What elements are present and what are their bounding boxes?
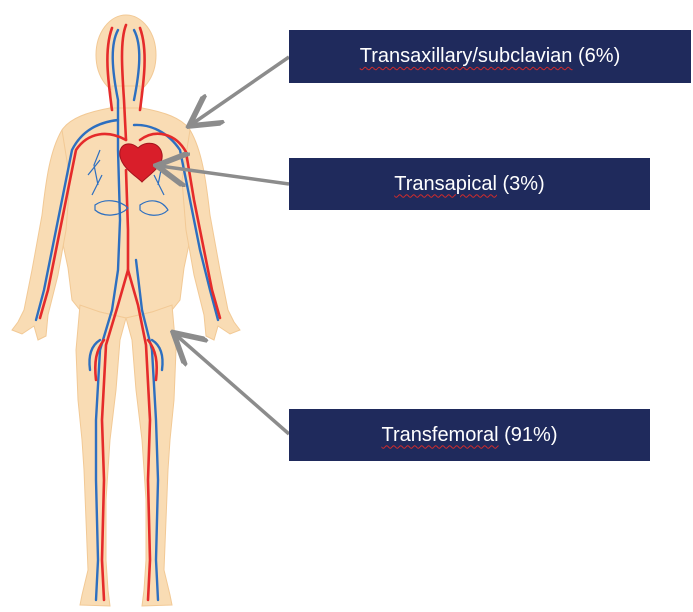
label-percentage: (3%) xyxy=(502,173,544,196)
left-arm xyxy=(12,130,70,340)
label-name: Transfemoral xyxy=(382,424,499,447)
label-transfemoral: Transfemoral (91%) xyxy=(289,409,650,461)
arrow-femoral xyxy=(176,335,289,434)
body-silhouette xyxy=(12,15,240,606)
label-name: Transapical xyxy=(394,173,497,196)
label-transaxillary-subclavian: Transaxillary/subclavian (6%) xyxy=(289,30,691,83)
arrow-subclavian xyxy=(192,57,289,124)
label-percentage: (6%) xyxy=(578,45,620,68)
label-percentage: (91%) xyxy=(504,424,557,447)
label-transapical: Transapical (3%) xyxy=(289,158,650,210)
right-arm xyxy=(182,130,240,340)
label-name: Transaxillary/subclavian xyxy=(360,45,573,68)
